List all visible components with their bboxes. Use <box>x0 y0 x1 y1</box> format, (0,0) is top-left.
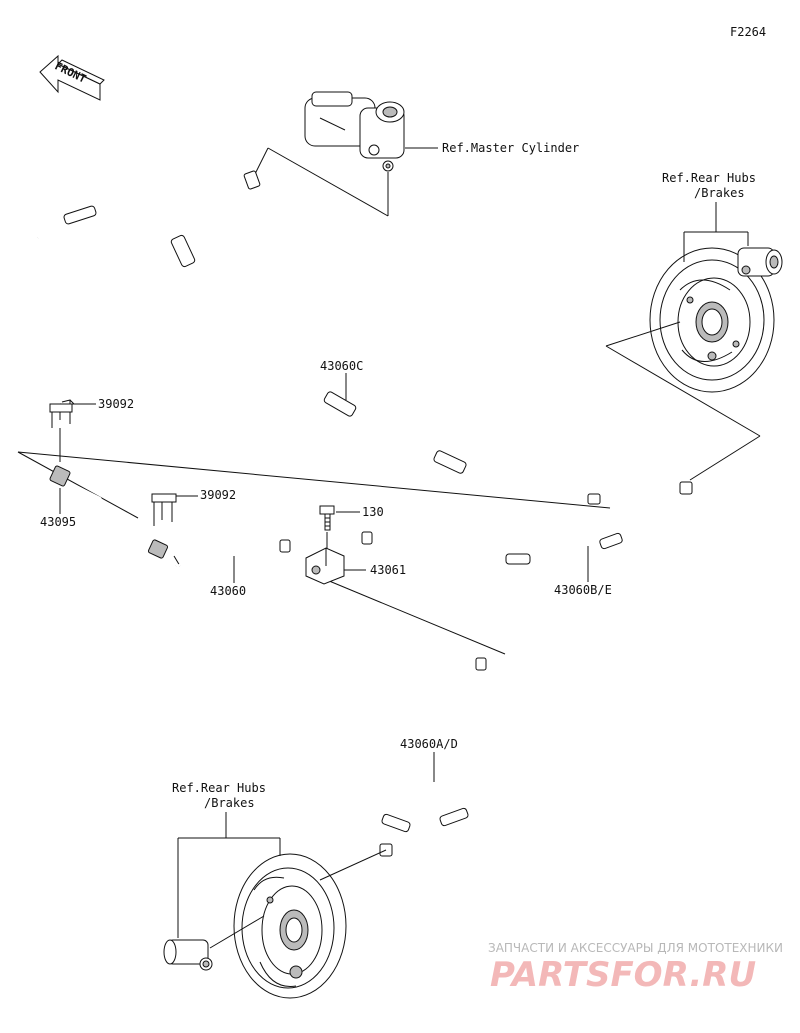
reference-line-3 <box>321 577 506 655</box>
bolt-130 <box>319 505 335 531</box>
brake-hose-43095 <box>49 465 181 567</box>
ref-rear-hubs-bottom-line1: Ref.Rear Hubs <box>172 781 266 795</box>
pipe-43060be <box>361 481 693 565</box>
part-43060-label: 43060 <box>210 584 246 598</box>
watermark-tagline: ЗАПЧАСТИ И АКСЕССУАРЫ ДЛЯ МОТОТЕХНИКИ <box>488 941 783 955</box>
part-43060be-label: 43060B/E <box>554 583 612 597</box>
part-39092-b-label: 39092 <box>200 488 236 502</box>
rear-brake-bottom <box>233 853 347 999</box>
ref-rear-hubs-top-line2: /Brakes <box>694 186 745 200</box>
reference-line-1 <box>17 451 611 509</box>
master-cylinder <box>304 91 405 172</box>
reference-line-2 <box>17 451 139 519</box>
reference-line-bottom-brake <box>319 849 387 881</box>
ref-rear-hubs-top-line1: Ref.Rear Hubs <box>662 171 756 185</box>
wheel-cylinder-bottom <box>163 939 213 971</box>
ref-master-cylinder-label: Ref.Master Cylinder <box>442 141 579 155</box>
figure-code: F2264 <box>730 25 766 39</box>
front-arrow: FRONT <box>39 54 105 101</box>
part-39092-a-label: 39092 <box>98 397 134 411</box>
clip-39092-b <box>151 493 177 526</box>
ref-rear-hubs-bottom-line2: /Brakes <box>204 796 255 810</box>
watermark-logo: PARTSFOR.RU <box>490 955 756 995</box>
part-43060ad-label: 43060A/D <box>400 737 458 751</box>
part-130-label: 130 <box>362 505 384 519</box>
pipe-43060 <box>175 532 291 568</box>
rear-brake-top <box>649 247 775 393</box>
reference-line-top-brake <box>605 345 761 437</box>
pipe-43060ad <box>328 657 487 857</box>
pipe-43060c <box>37 170 601 505</box>
part-43061-label: 43061 <box>370 563 406 577</box>
part-43060c-label: 43060C <box>320 359 363 373</box>
wheel-cylinder-top <box>737 247 783 277</box>
part-43095-label: 43095 <box>40 515 76 529</box>
joint-43061 <box>305 547 345 585</box>
leader-mc-to-pipe <box>267 147 389 217</box>
clip-39092-a <box>49 399 75 428</box>
